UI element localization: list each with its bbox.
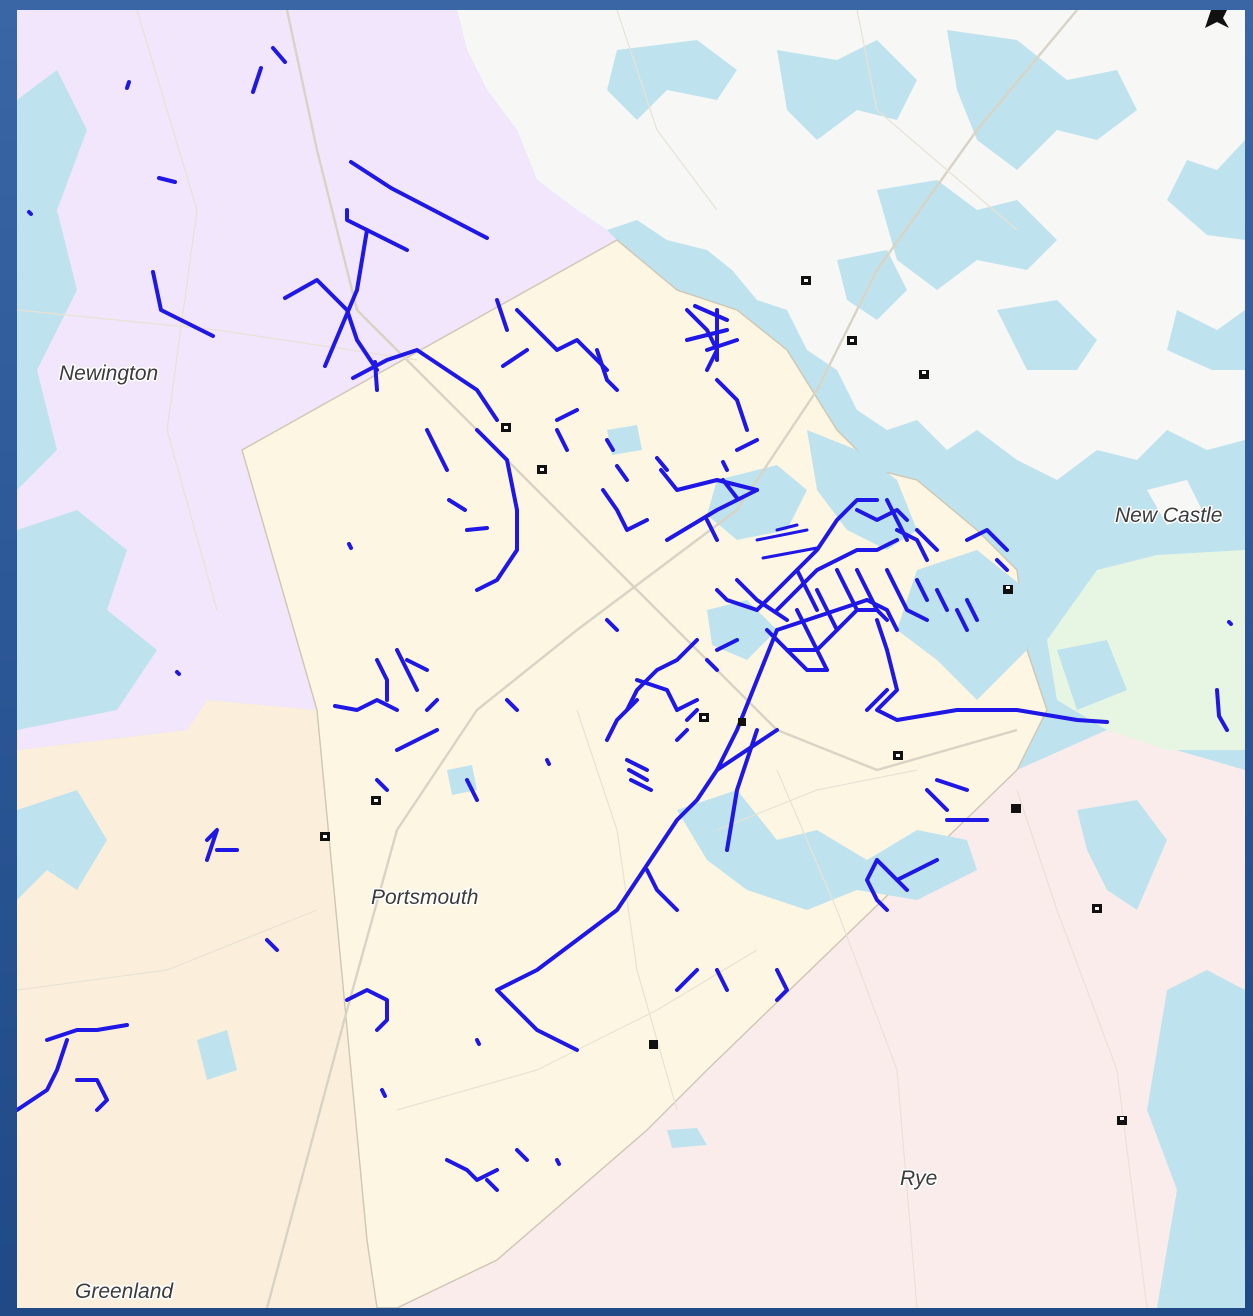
square-marker-icon[interactable]	[537, 465, 547, 474]
new-castle-water	[1057, 640, 1127, 710]
newington-town-area	[17, 10, 617, 750]
sagamore-creek	[677, 790, 977, 910]
square-marker-icon[interactable]	[1092, 904, 1102, 913]
great-bay-water	[17, 510, 157, 730]
square-marker-icon[interactable]	[1011, 804, 1021, 813]
little-bay-water	[17, 70, 87, 490]
square-marker-icon[interactable]	[847, 336, 857, 345]
square-marker-icon[interactable]	[699, 713, 709, 722]
map-canvas[interactable]: Newington New Castle Portsmouth Rye Gree…	[17, 10, 1245, 1308]
greenland-town-area	[17, 700, 377, 1308]
northern-inlet-5	[997, 300, 1097, 370]
square-marker-icon[interactable]	[919, 370, 929, 379]
route-segments	[17, 46, 1233, 1192]
square-marker-icon[interactable]	[893, 751, 903, 760]
back-channel	[897, 550, 1027, 700]
northern-inlet-6	[837, 250, 907, 320]
square-marker-icon[interactable]	[801, 276, 811, 285]
road-network	[17, 10, 1148, 1308]
label-rye: Rye	[900, 1167, 937, 1190]
square-marker-icon[interactable]	[1003, 585, 1013, 594]
label-portsmouth: Portsmouth	[371, 886, 478, 909]
facility-markers	[320, 276, 1127, 1125]
label-new-castle: New Castle	[1115, 504, 1222, 527]
island-1	[1147, 480, 1202, 525]
square-marker-icon[interactable]	[371, 796, 381, 805]
rye-coastal-water	[1147, 970, 1245, 1308]
label-greenland: Greenland	[75, 1280, 174, 1303]
square-marker-icon[interactable]	[1117, 1116, 1127, 1125]
label-newington: Newington	[59, 362, 158, 385]
piscataqua-inner-harbor	[807, 430, 917, 550]
square-marker-icon[interactable]	[738, 718, 746, 726]
square-marker-icon[interactable]	[501, 423, 511, 432]
north-arrow-icon	[1205, 10, 1229, 28]
pond-portsmouth-3	[667, 1128, 707, 1148]
square-marker-icon[interactable]	[649, 1040, 658, 1049]
greenland-pond	[197, 1030, 237, 1080]
northern-inlet-3	[947, 30, 1137, 170]
sagamore-creek-east	[1077, 800, 1167, 910]
greenland-water	[17, 790, 107, 900]
square-marker-icon[interactable]	[320, 832, 330, 841]
pond-portsmouth-1	[607, 425, 642, 455]
map-frame: Newington New Castle Portsmouth Rye Gree…	[17, 10, 1245, 1308]
northern-inlet-1	[607, 40, 737, 120]
